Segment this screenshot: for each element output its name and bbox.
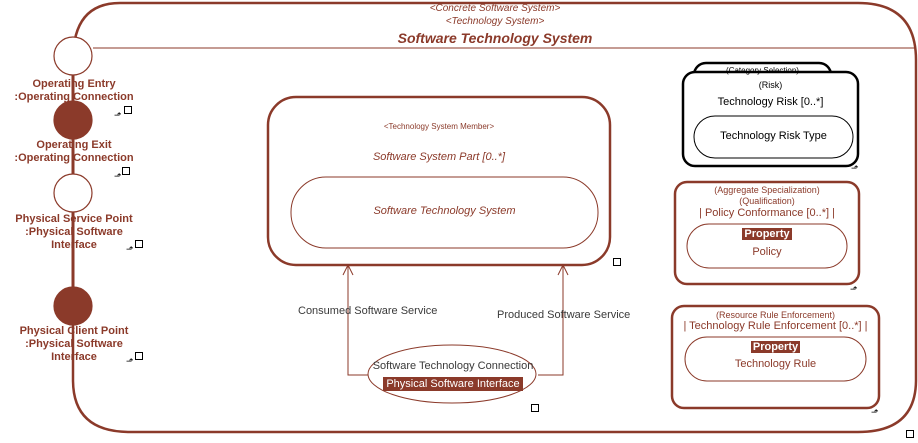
stereotype-technology: <Technology System> (445, 16, 545, 27)
connection-navigate-icon[interactable] (531, 404, 539, 412)
port-client-icons[interactable]: ⬏ (126, 351, 143, 369)
risk-inner-box (693, 115, 854, 159)
port-physical-client (53, 286, 93, 326)
arrow-up-icon: ⬏ (114, 110, 122, 120)
consumed-label[interactable]: Consumed Software Service (298, 305, 438, 317)
consumed-connector (347, 265, 372, 376)
connection-badge-wrap: Physical Software Interface (368, 374, 538, 392)
rule-title[interactable]: | Technology Rule Enforcement [0..*] | (683, 320, 868, 332)
consumed-arrowhead (342, 263, 354, 276)
port-name: Operating Exit (36, 139, 112, 151)
port-type: :Operating Connection (14, 91, 134, 103)
arrow-up-icon: ⬏ (126, 356, 134, 366)
member-inner-box (290, 176, 599, 249)
member-navigate-icon[interactable] (613, 258, 621, 266)
risk-inner-label[interactable]: Technology Risk Type (720, 130, 827, 142)
policy-stereotype-2: (Qualification) (739, 196, 795, 206)
rule-property-badge: Property (750, 341, 801, 353)
port-name: Physical Client Point (19, 325, 129, 337)
risk-hidden-stereotype: (Category Selection) (726, 66, 799, 75)
port-name: Operating Entry (32, 78, 116, 90)
system-navigate-icon[interactable] (906, 430, 914, 438)
port-exit-icons[interactable]: ⬏ (114, 166, 130, 184)
policy-arrow-icon[interactable]: ⬏ (850, 284, 858, 294)
port-type: :Physical Software Interface (25, 226, 123, 251)
system-title[interactable]: Software Technology System (397, 30, 593, 46)
policy-title[interactable]: | Policy Conformance [0..*] | (699, 207, 835, 219)
navigate-icon[interactable] (135, 352, 143, 360)
connection-label[interactable]: Software Technology Connection (372, 360, 534, 372)
policy-badge-wrap: Property (687, 224, 847, 242)
produced-label[interactable]: Produced Software Service (497, 309, 631, 321)
rule-stereotype: (Resource Rule Enforcement) (715, 310, 836, 320)
port-operating-exit (53, 100, 93, 140)
risk-title[interactable]: Technology Risk [0..*] (717, 96, 824, 108)
connection-badge: Physical Software Interface (383, 377, 523, 391)
port-physical-service (53, 173, 93, 213)
policy-inner-box (686, 223, 848, 269)
stereotype-concrete: <Concrete Software System> (429, 3, 561, 14)
rule-inner-box (684, 336, 867, 382)
rule-arrow-icon[interactable]: ⬏ (871, 407, 879, 417)
member-title[interactable]: Software System Part [0..*] (372, 151, 506, 163)
risk-stereotype: (Risk) (758, 80, 783, 90)
navigate-icon[interactable] (135, 240, 143, 248)
port-label-physical-client[interactable]: Physical Client Point :Physical Software… (4, 325, 144, 364)
rule-inner-label[interactable]: Technology Rule (734, 358, 817, 370)
rule-badge-wrap: Property (685, 337, 866, 355)
port-type: :Operating Connection (14, 152, 134, 164)
port-label-operating-exit[interactable]: Operating Exit :Operating Connection (4, 139, 144, 165)
arrow-up-icon: ⬏ (126, 244, 134, 254)
member-stereotype: <Technology System Member> (383, 122, 495, 131)
port-name: Physical Service Point (15, 213, 133, 225)
port-operating-entry (53, 36, 93, 76)
port-label-operating-entry[interactable]: Operating Entry :Operating Connection (4, 78, 144, 104)
policy-property-badge: Property (742, 228, 792, 240)
navigate-icon[interactable] (124, 106, 132, 114)
port-service-icons[interactable]: ⬏ (126, 239, 143, 257)
produced-connector (538, 265, 564, 376)
member-inner-label[interactable]: Software Technology System (373, 205, 516, 217)
navigate-icon[interactable] (122, 167, 130, 175)
policy-inner-label[interactable]: Policy (752, 246, 782, 258)
port-label-physical-service[interactable]: Physical Service Point :Physical Softwar… (4, 213, 144, 252)
port-type: :Physical Software Interface (25, 338, 123, 363)
policy-stereotype-1: (Aggregate Specialization) (714, 185, 820, 195)
risk-arrow-icon[interactable]: ⬏ (851, 163, 859, 173)
port-entry-icons[interactable]: ⬏ (114, 105, 132, 123)
arrow-up-icon: ⬏ (114, 171, 122, 181)
produced-arrowhead (557, 263, 569, 276)
